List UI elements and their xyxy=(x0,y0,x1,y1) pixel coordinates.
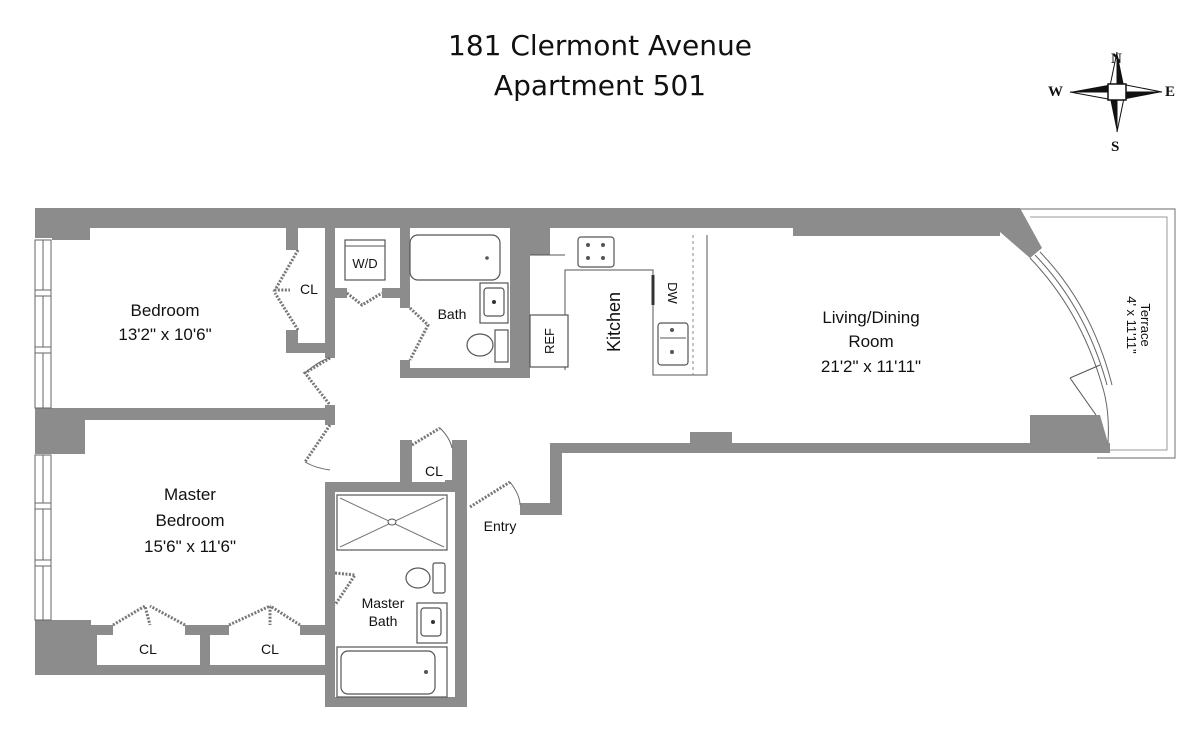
compass-west: W xyxy=(1048,84,1063,100)
fixtures xyxy=(336,234,1113,698)
bath-label: Bath xyxy=(438,306,467,322)
unit-title: Apartment 501 xyxy=(493,69,707,102)
living-room-dimensions: 21'2" x 11'11" xyxy=(821,357,921,376)
bedroom-label: Bedroom xyxy=(131,301,200,320)
master-toilet-icon xyxy=(405,567,431,589)
address-title: 181 Clermont Avenue xyxy=(448,29,752,62)
dishwasher-label: DW xyxy=(665,282,680,304)
master-bedroom-label: Master xyxy=(164,485,216,504)
exterior-walls xyxy=(35,208,1110,707)
stove-icon xyxy=(577,236,615,268)
master-bedroom-dimensions: 15'6" x 11'6" xyxy=(144,537,236,556)
bedroom-closet-label: CL xyxy=(300,281,318,297)
master-closet-1-label: CL xyxy=(139,641,157,657)
living-room-label: Living/Dining xyxy=(822,308,919,327)
compass-south: S xyxy=(1111,139,1119,155)
terrace-label: Terrace xyxy=(1138,303,1153,346)
master-bath-label-2: Bath xyxy=(369,613,398,629)
refrigerator-icon xyxy=(529,314,569,368)
doors xyxy=(112,249,521,627)
washer-dryer-label: W/D xyxy=(352,256,377,271)
compass-east: E xyxy=(1165,84,1175,100)
terrace-outline xyxy=(1018,208,1176,459)
entry-label: Entry xyxy=(484,518,517,534)
hall-closet-label: CL xyxy=(425,463,443,479)
windows-left xyxy=(34,239,52,621)
kitchen-label: Kitchen xyxy=(604,292,624,352)
bathtub-icon xyxy=(409,234,501,281)
interior-walls xyxy=(91,228,550,670)
room-labels: Bedroom 13'2" x 10'6" CL W/D Bath REF Ki… xyxy=(118,256,1153,657)
master-bathtub-icon xyxy=(340,650,436,695)
living-room-label-2: Room xyxy=(848,332,893,351)
kitchen-sink-icon xyxy=(657,322,689,366)
refrigerator-label: REF xyxy=(542,328,557,354)
washer-dryer-icon xyxy=(344,239,386,281)
master-bedroom-label-2: Bedroom xyxy=(156,511,225,530)
master-closet-2-label: CL xyxy=(261,641,279,657)
compass-north: N xyxy=(1111,51,1122,67)
bedroom-dimensions: 13'2" x 10'6" xyxy=(118,325,211,344)
master-bath-label: Master xyxy=(362,595,405,611)
terrace-dimensions: 4' x 11'11" xyxy=(1124,296,1139,354)
compass-rose-icon: N S E W xyxy=(1048,51,1175,155)
toilet-icon xyxy=(466,333,494,357)
